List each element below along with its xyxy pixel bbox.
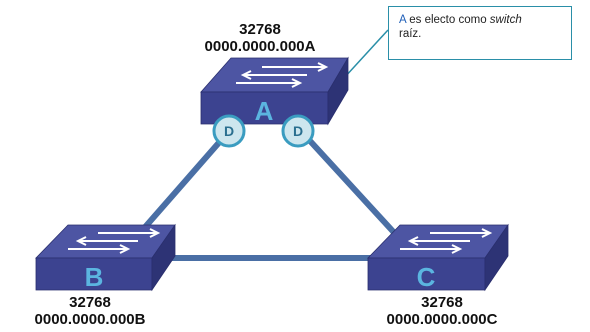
switch-b-side [151,223,176,292]
port-a-right: D [281,114,315,148]
switch-a-side [327,56,349,126]
switch-c-side [484,223,509,292]
switch-b-letter: B [85,262,104,292]
port-a-right-label: D [293,123,303,139]
switch-c: C [367,223,509,292]
switch-c-priority: 32768 [421,294,463,311]
callout-connector [343,29,389,79]
switch-b-info: 32768 0000.0000.000B [0,294,180,328]
switch-b-arrows [68,228,161,254]
port-a-left-label: D [224,123,234,139]
port-a-left-circle [212,114,246,148]
switch-a-info: 32768 0000.0000.000A [190,21,330,55]
switch-a-arrows [236,62,329,88]
callout-letter: A [399,14,407,26]
callout-italic: switch [489,14,522,26]
switch-a-priority: 32768 [239,21,281,38]
switch-c-arrows [400,228,493,254]
switch-c-letter: C [417,262,436,292]
switch-c-info: 32768 0000.0000.000C [352,294,532,328]
root-bridge-callout: A es electo como switch raíz. [388,6,572,60]
callout-text-before: es electo como [406,14,490,26]
switch-a-mac: 0000.0000.000A [204,38,316,55]
port-a-left: D [212,114,246,148]
switch-b-priority: 32768 [69,294,111,311]
callout-text-after: raíz. [399,28,422,40]
port-a-right-circle [281,114,315,148]
link-a-c [297,127,413,253]
switch-a: A [200,56,349,126]
switch-c-mac: 0000.0000.000C [386,311,498,328]
switch-b: B [35,223,176,292]
switch-a-letter: A [255,96,274,126]
switch-b-mac: 0000.0000.000B [34,311,146,328]
